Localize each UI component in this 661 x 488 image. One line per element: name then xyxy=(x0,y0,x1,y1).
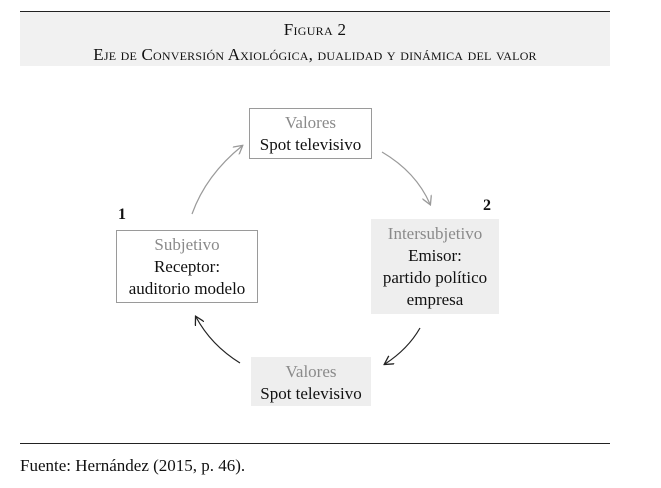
arrow-right-to-bottom xyxy=(385,327,421,364)
node-left-caption: Subjetivo xyxy=(154,235,220,254)
node-right-caption: Intersubjetivo xyxy=(387,224,483,243)
arrow-left-to-top xyxy=(191,146,242,215)
node-top-valores: Valores Spot televisivo xyxy=(249,108,372,159)
node-top-caption: Valores xyxy=(285,113,336,132)
figure-header: Figura 2 Eje de Conversión Axiológica, d… xyxy=(20,12,610,66)
bottom-rule xyxy=(20,443,610,444)
node-bottom-text: Spot televisivo xyxy=(260,384,362,403)
node-right-line2: partido político xyxy=(382,268,488,287)
node-right-line3: empresa xyxy=(406,290,464,309)
node-left-line1: Receptor: xyxy=(153,257,221,276)
figure-title: Eje de Conversión Axiológica, dualidad y… xyxy=(93,45,537,64)
node-right-number: 2 xyxy=(483,197,491,214)
node-right-line1: Emisor: xyxy=(408,246,462,265)
top-rule xyxy=(20,11,610,12)
node-left-number: 1 xyxy=(118,206,126,223)
node-top-text: Spot televisivo xyxy=(259,135,362,154)
node-right-intersubjetivo: Intersubjetivo Emisor: partido político … xyxy=(371,219,499,314)
node-bottom-caption: Valores xyxy=(285,362,337,381)
node-left-subjetivo: Subjetivo Receptor: auditorio modelo xyxy=(116,230,258,303)
node-left-line2: auditorio modelo xyxy=(128,279,246,298)
source-note: Fuente: Hernández (2015, p. 46). xyxy=(20,456,246,475)
arrow-top-to-right xyxy=(381,151,430,204)
node-bottom-valores: Valores Spot televisivo xyxy=(251,357,371,406)
arrow-bottom-to-left xyxy=(196,317,241,364)
figure-label: Figura 2 xyxy=(283,20,347,39)
